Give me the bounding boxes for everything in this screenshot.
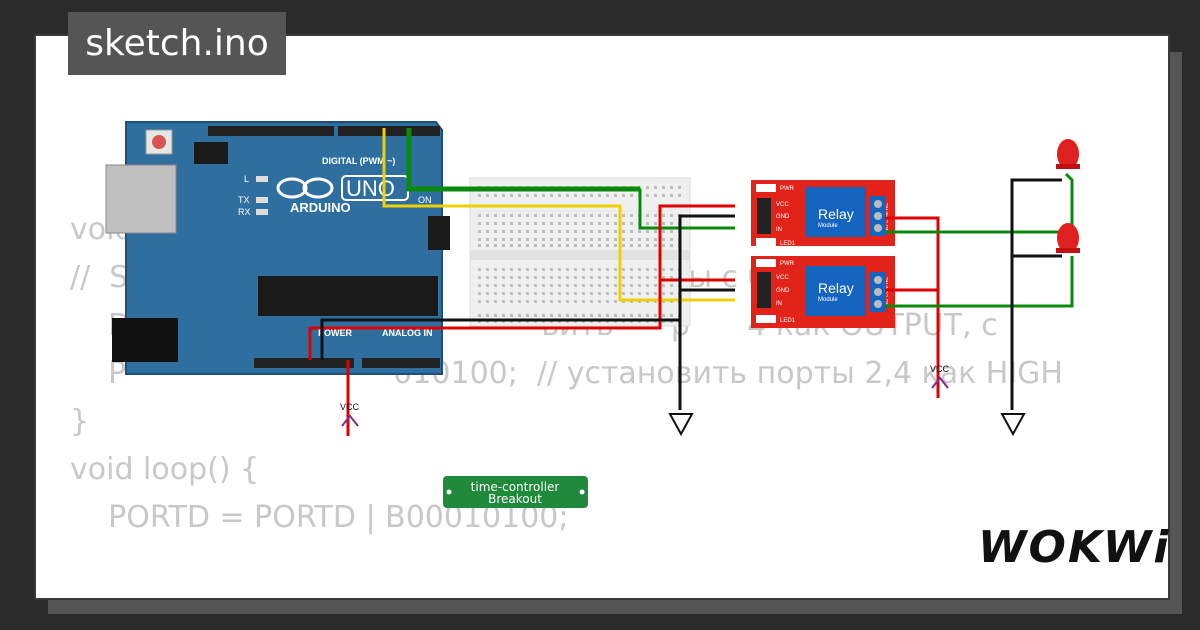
relay-pin-in: IN (776, 301, 782, 307)
time-controller-breakout[interactable]: time-controller Breakout (443, 476, 588, 508)
header-top-right (338, 126, 440, 136)
vcc-label: VCC (930, 364, 950, 374)
relay-title: Relay (818, 206, 854, 222)
red-led[interactable] (1056, 223, 1080, 253)
relay-led-label: LED1 (780, 241, 796, 247)
header-power (254, 358, 354, 368)
led-rx-label: RX (238, 207, 251, 217)
relay-pwr-label: PWR (780, 186, 795, 192)
red-led[interactable] (1056, 139, 1080, 169)
ground-symbol (1000, 413, 1026, 437)
mini-breadboard[interactable] (469, 177, 691, 327)
relay-module-1[interactable]: Relay Module VCC GND IN PWR LED1 NO COM … (751, 180, 895, 247)
led-l-label: L (244, 174, 249, 184)
relay-pwr-label: PWR (780, 261, 795, 267)
relay-led-label: LED1 (780, 318, 796, 324)
header-analog (362, 358, 440, 368)
vcc-label: VCC (340, 402, 360, 412)
uno-label: UNO (346, 176, 395, 201)
relay-subtitle: Module (818, 223, 838, 229)
sketch-title: sketch.ino (68, 12, 286, 75)
relay-pin-gnd: GND (776, 214, 790, 220)
led-tx-label: TX (238, 195, 250, 205)
relay-subtitle: Module (818, 297, 838, 303)
power-jack (112, 318, 178, 362)
digital-label: DIGITAL (PWM ~) (322, 156, 395, 166)
vcc-symbol: VCC (340, 402, 360, 427)
relay-pin-gnd: GND (776, 288, 790, 294)
relay-module-2[interactable]: Relay Module VCC GND IN PWR LED1 NO COM … (751, 256, 895, 328)
code-line: } (70, 404, 90, 439)
relay-pin-vcc: VCC (776, 202, 789, 208)
relay-pin-in: IN (776, 227, 782, 233)
arduino-infinity-icon (276, 177, 308, 199)
wires (308, 128, 1074, 436)
header-top-left (208, 126, 334, 136)
vcc-symbol: VCC (930, 364, 950, 389)
ground-symbol (668, 413, 694, 437)
breakout-line2: Breakout (488, 492, 542, 506)
atmega-chip (258, 276, 438, 316)
code-line: void loop() { (70, 452, 260, 487)
wokwi-logo: WOKWi (978, 522, 1171, 573)
code-line: P 010100; // установить порты 2,4 как HI… (70, 356, 1063, 391)
breakout-line1: time-controller (471, 480, 560, 494)
analog-label: ANALOG IN (382, 328, 433, 338)
arduino-uno-board[interactable]: ARDUINO UNO DIGITAL (PWM ~) POWER ANALOG… (105, 121, 450, 375)
usb-port (105, 164, 177, 234)
relay-pin-vcc: VCC (776, 275, 789, 281)
relay-title: Relay (818, 280, 854, 296)
power-label: POWER (318, 328, 353, 338)
arduino-logo-text: ARDUINO (290, 200, 351, 215)
led-on-label: ON (418, 195, 432, 205)
